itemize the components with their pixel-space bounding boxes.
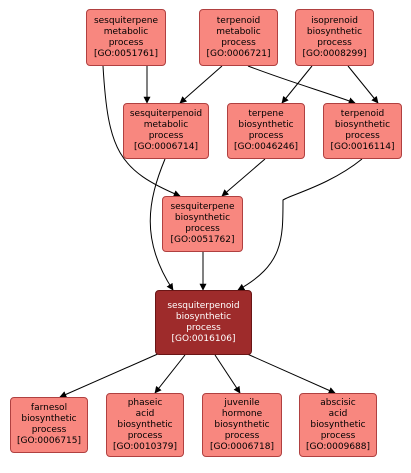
node-go-id: [GO:0008299] xyxy=(302,48,367,59)
edge-isoprenoid-to-terpenoid-biosynthetic xyxy=(347,65,379,104)
node-go-id: [GO:0051762] xyxy=(170,235,235,245)
node-label-line: metabolic xyxy=(143,120,189,130)
node-label-line: metabolic xyxy=(216,26,261,37)
node-sesquiterpene-biosynthetic-process[interactable]: sesquiterpene biosynthetic process [GO:0… xyxy=(162,196,243,252)
node-label-line: process xyxy=(127,430,163,441)
node-label-line: process xyxy=(148,131,184,141)
node-go-id: [GO:0016106] xyxy=(171,333,236,344)
node-label-line: acid xyxy=(328,408,348,419)
node-terpenoid-metabolic-process[interactable]: terpenoid metabolic process [GO:0006721] xyxy=(199,9,278,66)
node-label-line: terpene xyxy=(248,109,284,119)
node-label-line: biosynthetic xyxy=(214,419,270,430)
node-go-id: [GO:0006718] xyxy=(209,441,275,452)
node-label-line: biosynthetic xyxy=(117,419,173,430)
node-label-line: process xyxy=(186,322,221,333)
node-go-id: [GO:0016114] xyxy=(330,142,395,152)
node-label-line: process xyxy=(248,131,284,141)
edge-sesq-metabolic-to-sesq-biosynthetic xyxy=(102,65,181,197)
edge-sesquiterpenoid-metabolic-to-sesquiterpenoid-biosynthetic xyxy=(149,158,174,291)
node-go-id: [GO:0051761] xyxy=(93,48,159,59)
edge-to-phaseic xyxy=(154,354,186,394)
node-go-id: [GO:0046246] xyxy=(233,142,299,152)
node-farnesol-biosynthetic-process[interactable]: farnesol biosynthetic process [GO:000671… xyxy=(10,397,88,453)
node-label-line: phaseic xyxy=(127,397,163,408)
node-label-line: hormone xyxy=(221,408,263,419)
node-label-line: biosynthetic xyxy=(174,213,231,223)
node-label-line: sesquiterpene xyxy=(170,202,235,212)
node-label-line: biosynthetic xyxy=(238,120,294,130)
node-label-line: metabolic xyxy=(103,26,149,37)
edge-to-farnesol xyxy=(59,352,161,398)
node-label-line: process xyxy=(345,131,380,141)
node-label-line: biosynthetic xyxy=(306,26,363,37)
node-label-line: process xyxy=(224,430,260,441)
edge-terpene-to-sesq-biosynthetic xyxy=(221,158,266,197)
node-terpenoid-biosynthetic-process[interactable]: terpenoid biosynthetic process [GO:00161… xyxy=(323,103,402,159)
node-label-line: biosynthetic xyxy=(21,414,77,424)
edge-to-abscisic xyxy=(244,352,336,394)
node-go-id: [GO:0006714] xyxy=(133,142,199,152)
edge-terpenoid-biosynthetic-to-sesquiterpenoid-biosynthetic xyxy=(237,158,363,291)
node-isoprenoid-biosynthetic-process[interactable]: isoprenoid biosynthetic process [GO:0008… xyxy=(295,9,374,66)
node-label-line: isoprenoid xyxy=(311,15,358,26)
node-label-line: sesquiterpene xyxy=(93,15,159,26)
node-label-line: acid xyxy=(135,408,155,419)
node-juvenile-hormone-biosynthetic-process[interactable]: juvenile hormone biosynthetic process [G… xyxy=(202,393,282,457)
node-label-line: biosynthetic xyxy=(175,311,232,322)
node-go-id: [GO:0010379] xyxy=(112,441,178,452)
edge-isoprenoid-to-terpene-biosynthetic xyxy=(281,65,313,104)
node-label-line: biosynthetic xyxy=(334,120,391,130)
node-label-line: terpenoid xyxy=(216,15,261,26)
node-label-line: process xyxy=(185,224,220,234)
edge-terpenoid-metabolic-to-sesquiterpenoid-metabolic xyxy=(179,65,223,104)
node-label-line: process xyxy=(108,37,144,48)
node-go-id: [GO:0006715] xyxy=(16,436,82,446)
node-go-id: [GO:0009688] xyxy=(305,441,371,452)
node-terpene-biosynthetic-process[interactable]: terpene biosynthetic process [GO:0046246… xyxy=(227,103,305,159)
node-label-line: terpenoid xyxy=(340,109,385,119)
node-label-line: sesquiterpenoid xyxy=(129,109,203,119)
node-label-line: farnesol xyxy=(30,403,68,413)
node-abscisic-acid-biosynthetic-process[interactable]: abscisic acid biosynthetic process [GO:0… xyxy=(299,393,377,457)
node-go-id: [GO:0006721] xyxy=(206,48,271,59)
node-phaseic-acid-biosynthetic-process[interactable]: phaseic acid biosynthetic process [GO:00… xyxy=(106,393,184,457)
node-label-line: abscisic xyxy=(320,397,356,408)
node-sesquiterpene-metabolic-process[interactable]: sesquiterpene metabolic process [GO:0051… xyxy=(86,9,166,66)
node-label-line: process xyxy=(31,425,67,435)
node-sesquiterpenoid-biosynthetic-process[interactable]: sesquiterpenoid biosynthetic process [GO… xyxy=(155,290,252,355)
node-label-line: process xyxy=(317,37,352,48)
node-label-line: process xyxy=(221,37,256,48)
node-label-line: juvenile xyxy=(224,397,260,408)
edge-terpenoid-metabolic-to-terpenoid-biosynthetic xyxy=(247,65,356,105)
node-label-line: process xyxy=(320,430,356,441)
node-sesquiterpenoid-metabolic-process[interactable]: sesquiterpenoid metabolic process [GO:00… xyxy=(123,103,209,159)
node-label-line: biosynthetic xyxy=(310,419,366,430)
node-label-line: sesquiterpenoid xyxy=(167,300,240,311)
edge-to-juvenile xyxy=(214,354,241,394)
